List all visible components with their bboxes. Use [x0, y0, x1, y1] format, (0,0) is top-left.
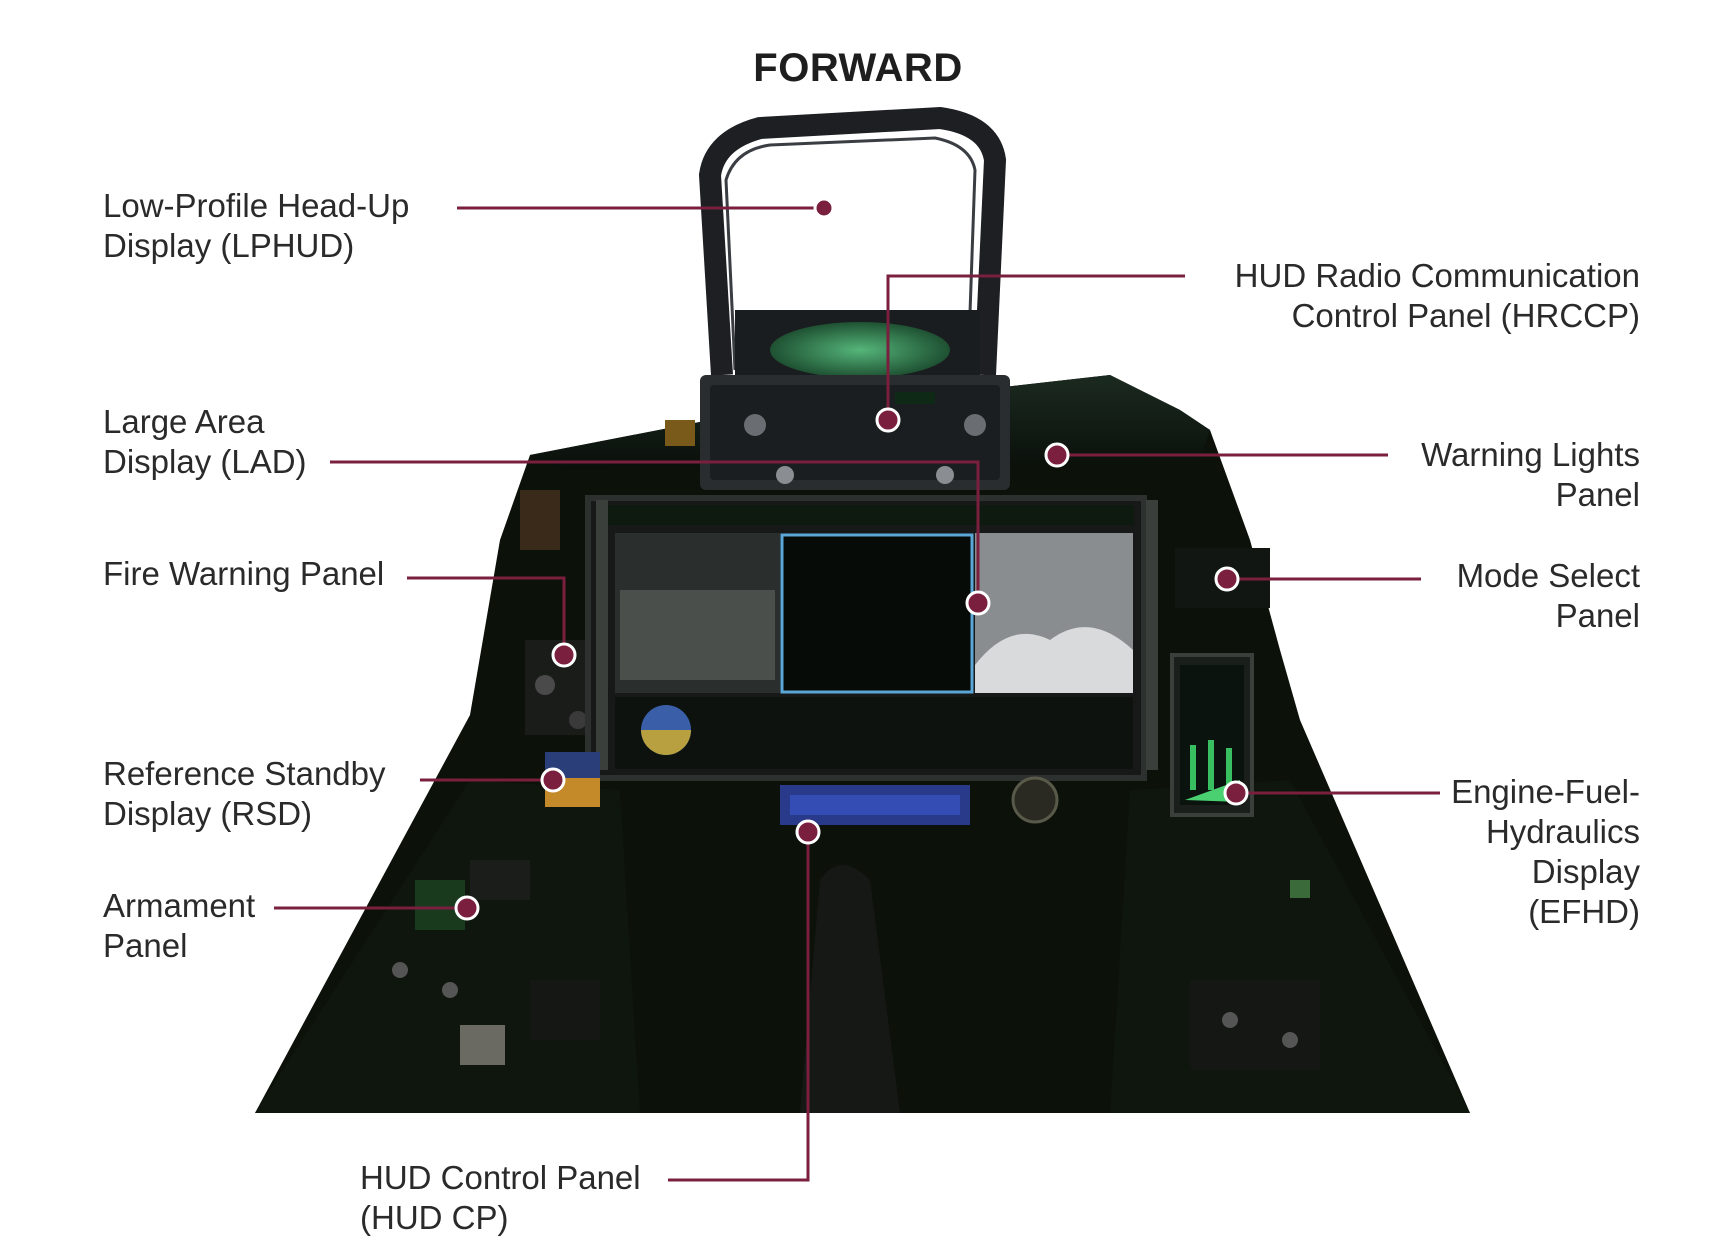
leader-line-hudcp [668, 832, 810, 1182]
leader-dots [454, 197, 1249, 921]
leader-dot-mode [1214, 566, 1240, 592]
label-hudcp-line-1: HUD Control Panel [360, 1159, 641, 1196]
label-efhd: Engine-Fuel- Hydraulics Display (EFHD) [1451, 772, 1640, 932]
label-lad-line-1: Large Area [103, 403, 265, 440]
label-arm-line-1: Armament [103, 887, 256, 924]
label-rsd-line-2: Display (RSD) [103, 795, 313, 832]
label-lphud-line-2: Display (LPHUD) [103, 227, 355, 264]
label-warning-line-1: Warning Lights [1421, 436, 1640, 473]
leader-dot-hudcp [795, 819, 821, 845]
label-lphud: Low-Profile Head-Up Display (LPHUD) [103, 186, 409, 266]
large-area-display [585, 495, 1158, 781]
label-hrccp-line-2: Control Panel (HRCCP) [1291, 297, 1640, 334]
label-armament: Armament Panel [103, 886, 255, 966]
left-upper-panel [520, 490, 595, 735]
label-efhd-line-1: Engine-Fuel- [1451, 773, 1640, 810]
label-efhd-line-2: Hydraulics [1485, 813, 1640, 850]
label-warning-lights: Warning Lights Panel [1421, 435, 1640, 515]
label-lphud-line-1: Low-Profile Head-Up [103, 187, 410, 224]
hud-control-panel [780, 785, 970, 825]
leader-dot-arm [454, 895, 480, 921]
label-warning-line-2: Panel [1555, 476, 1640, 513]
leader-line-hrccp [886, 274, 1185, 420]
diagram-title: FORWARD [753, 46, 963, 90]
right-console-switches [1190, 880, 1320, 1070]
label-mode-select: Mode Select Panel [1457, 556, 1640, 636]
leader-dot-lad [965, 590, 991, 616]
label-fire-warning: Fire Warning Panel [103, 554, 384, 594]
leader-dot-warning [1044, 442, 1070, 468]
standby-gauge [1011, 776, 1059, 824]
label-hrccp: HUD Radio Communication Control Panel (H… [1235, 256, 1640, 336]
hud-combiner-glass [770, 322, 950, 378]
control-stick [800, 865, 900, 1113]
label-lad: Large Area Display (LAD) [103, 402, 307, 482]
label-efhd-line-3: Display [1531, 853, 1640, 890]
label-hud-cp: HUD Control Panel (HUD CP) [360, 1158, 641, 1238]
label-rsd: Reference Standby Display (RSD) [103, 754, 386, 834]
leader-dot-fire [551, 642, 577, 668]
hrccp-panel [665, 375, 1010, 490]
label-rsd-line-1: Reference Standby [103, 755, 386, 792]
label-efhd-line-4: (EFHD) [1528, 893, 1640, 930]
label-hrccp-line-1: HUD Radio Communication [1234, 257, 1640, 294]
leader-line-lad [330, 460, 980, 603]
label-mode-line-1: Mode Select [1456, 557, 1640, 594]
leader-lines [274, 206, 1440, 1182]
label-lad-line-2: Display (LAD) [103, 443, 307, 480]
leader-dot-hrccp [875, 407, 901, 433]
label-fire-line-1: Fire Warning Panel [103, 555, 385, 592]
armament-panel [392, 860, 600, 1065]
leader-line-fire [407, 576, 566, 655]
label-mode-line-2: Panel [1555, 597, 1640, 634]
label-hudcp-line-2: (HUD CP) [360, 1199, 509, 1236]
leader-dot-rsd [540, 767, 566, 793]
label-arm-line-2: Panel [103, 927, 188, 964]
leader-dot-lphud [813, 197, 835, 219]
leader-dot-efhd [1223, 780, 1249, 806]
